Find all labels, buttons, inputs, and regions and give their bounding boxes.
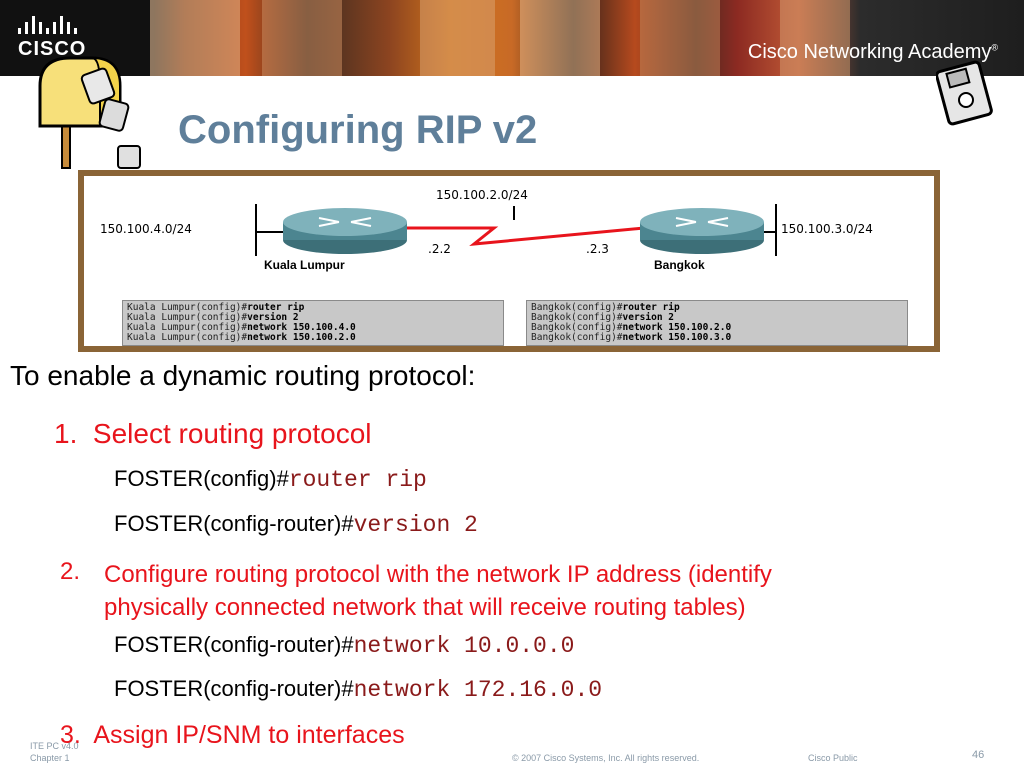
footer-classification: Cisco Public <box>808 753 858 763</box>
step-1: 1. Select routing protocol <box>54 418 372 449</box>
config-line: Bangkok(config)#network 150.100.2.0 <box>531 322 732 333</box>
banner-photo <box>150 0 240 76</box>
academy-name: Cisco Networking Academy® <box>747 41 998 63</box>
network-label-top: 150.100.2.0/24 <box>436 188 528 202</box>
router-icon <box>283 208 407 254</box>
interface-ip-right: .2.3 <box>586 242 609 256</box>
config-box-left: Kuala Lumpur(config)#router rip Kuala Lu… <box>122 300 504 346</box>
step-3: 3. Assign IP/SNM to interfaces <box>60 721 405 749</box>
footer-copyright: © 2007 Cisco Systems, Inc. All rights re… <box>512 753 700 763</box>
floppy-disk-icon <box>936 60 993 126</box>
config-line: Bangkok(config)#router rip <box>531 302 680 313</box>
banner-photo <box>640 0 720 76</box>
slide-title: Configuring RIP v2 <box>178 108 538 152</box>
banner-photo <box>262 0 342 76</box>
config-box-right: Bangkok(config)#router rip Bangkok(confi… <box>526 300 908 346</box>
router-icon <box>640 208 764 254</box>
network-label-right: 150.100.3.0/24 <box>781 222 873 236</box>
step-2-text: Configure routing protocol with the netw… <box>104 561 772 621</box>
footer-course: ITE PC v4.0 Chapter 1 <box>30 741 79 763</box>
cisco-wordmark: CISCO <box>18 38 87 60</box>
config-line: Bangkok(config)#network 150.100.3.0 <box>531 332 732 343</box>
banner-photo <box>520 0 600 76</box>
banner-photo <box>780 0 850 76</box>
config-line: Bangkok(config)#version 2 <box>531 312 674 323</box>
command-line: FOSTER(config-router)#network 172.16.0.0 <box>114 676 603 703</box>
router-label-right: Bangkok <box>654 258 705 272</box>
config-line: Kuala Lumpur(config)#version 2 <box>127 312 299 323</box>
command-line: FOSTER(config-router)#version 2 <box>114 511 478 538</box>
router-label-left: Kuala Lumpur <box>264 258 345 272</box>
cisco-logo: CISCO <box>18 14 138 64</box>
interface-ip-left: .2.2 <box>428 242 451 256</box>
network-diagram: 150.100.2.0/24 150.100.4.0/24 150.100.3.… <box>78 170 940 352</box>
page-number: 46 <box>972 749 985 761</box>
config-line: Kuala Lumpur(config)#network 150.100.4.0 <box>127 322 356 333</box>
step-2-number: 2. <box>60 558 81 585</box>
config-line: Kuala Lumpur(config)#router rip <box>127 302 305 313</box>
header-banner: CISCO Cisco Networking Academy® <box>0 0 1024 76</box>
mailbox-clipart-icon <box>38 56 141 169</box>
network-label-left: 150.100.4.0/24 <box>100 222 192 236</box>
command-line: FOSTER(config)#router rip <box>114 466 427 493</box>
command-line: FOSTER(config-router)#network 10.0.0.0 <box>114 632 575 659</box>
config-line: Kuala Lumpur(config)#network 150.100.2.0 <box>127 332 356 343</box>
intro-text: To enable a dynamic routing protocol: <box>10 360 476 391</box>
topology-drawing <box>255 204 777 256</box>
cisco-bars-icon <box>18 14 138 34</box>
banner-photo <box>420 0 495 76</box>
